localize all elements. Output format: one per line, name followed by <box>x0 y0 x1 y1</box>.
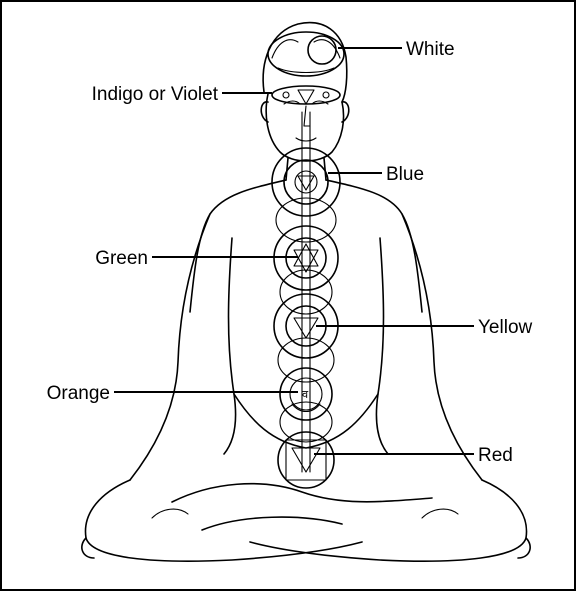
label-indigo: Indigo or Violet <box>92 84 219 105</box>
label-orange: Orange <box>47 383 110 404</box>
third-eye-chakra <box>272 86 340 104</box>
label-yellow: Yellow <box>478 317 533 338</box>
central-channel <box>276 112 336 472</box>
label-blue: Blue <box>386 164 424 185</box>
sacral-chakra: व <box>280 368 332 420</box>
label-white: White <box>406 39 455 60</box>
crown-chakra <box>268 32 344 76</box>
svg-text:व: व <box>302 388 309 401</box>
label-green: Green <box>95 248 148 269</box>
throat-chakra <box>272 148 340 216</box>
root-chakra <box>278 432 334 488</box>
label-red: Red <box>478 445 513 466</box>
